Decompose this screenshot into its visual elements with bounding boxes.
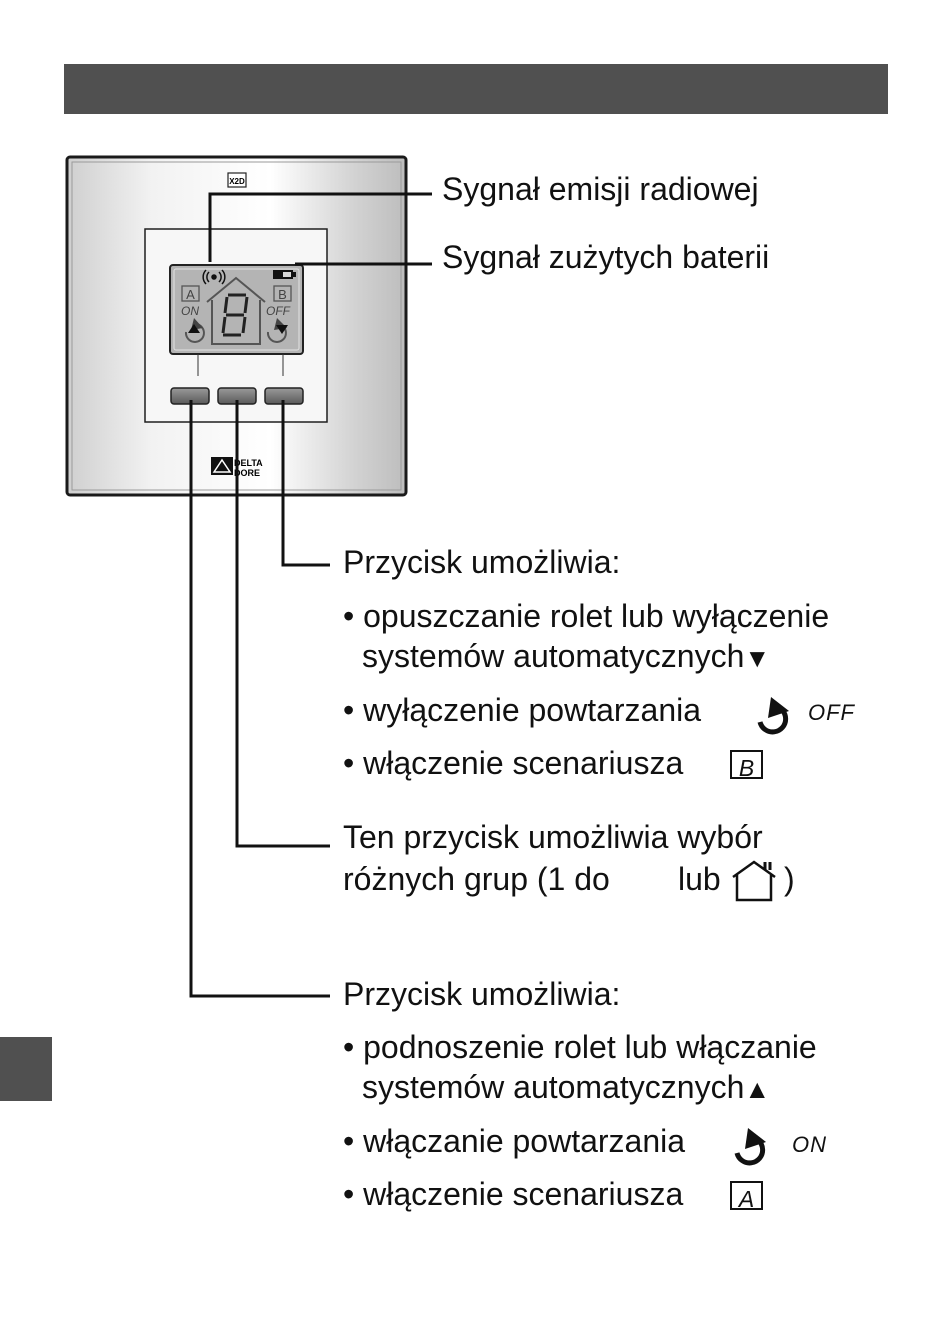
right-button-bullet3: • włączenie scenariusza [343,745,684,781]
battery-icon [273,270,296,279]
radio-signal-icon [202,269,226,285]
lcd-house-icon [206,276,266,345]
repeat-off-icon [757,697,789,735]
left-button-bullet3: • włączenie scenariusza [343,1176,684,1212]
repeat-on-icon [734,1128,766,1166]
x2d-badge: X2D [227,172,247,188]
lcd-digit-segments [221,293,249,337]
lcd-up-repeat-icon [184,318,205,343]
delta-dore-logo: DELTA DORE [211,457,263,478]
down-triangle-icon: ▼ [744,643,771,673]
radio-signal-label: Sygnał emisji radiowej [442,171,759,207]
right-button-bullet1-line2: systemów automatycznych▼ [362,638,771,674]
right-button-callout-line [281,400,330,567]
svg-text:DORE: DORE [234,468,260,478]
right-button-bullet2: • wyłączenie powtarzania [343,692,702,728]
scenario-a-letter: A [738,1186,755,1212]
lcd-b-box: B [273,285,292,302]
svg-text:A: A [186,287,195,302]
left-button-bullet1-line2: systemów automatycznych▲ [362,1069,771,1105]
middle-button-line2a: różnych grup (1 do [343,861,610,897]
x2d-badge-text: X2D [229,177,245,186]
left-button-callout-line [189,400,330,998]
lcd-a-box: A [181,285,200,302]
off-label: OFF [808,700,855,725]
lcd-down-repeat-icon [266,318,288,343]
scenario-b-icon [730,750,763,779]
header-bar [64,64,888,114]
right-button-title: Przycisk umożliwia: [343,544,621,580]
middle-button-line2c: ) [784,861,795,897]
house-icon [732,860,776,902]
middle-button-callout-line [235,400,330,848]
radio-callout-line [208,192,432,262]
battery-signal-label: Sygnał zużytych baterii [442,239,770,275]
scenario-a-icon [730,1181,763,1210]
up-triangle-icon: ▲ [744,1074,771,1104]
middle-button-line2b: lub [678,861,721,897]
side-tab [0,1037,52,1101]
right-button-bullet1-line1: • opuszczanie rolet lub wyłączenie [343,598,830,634]
callout-lines [189,192,432,998]
scenario-b-letter: B [738,755,755,781]
left-button-title: Przycisk umożliwia: [343,976,621,1012]
left-button-bullet2: • włączanie powtarzania [343,1123,686,1159]
lcd-button-guides [197,354,284,376]
lcd-off-label: OFF [266,304,291,318]
svg-text:DELTA: DELTA [234,458,263,468]
lcd-on-label: ON [181,304,199,318]
left-button-bullet1-line1: • podnoszenie rolet lub włączanie [343,1029,817,1065]
middle-button-line1: Ten przycisk umożliwia wybór [343,819,763,855]
lcd-screen: A ON B OFF [169,264,304,355]
on-label: ON [792,1132,827,1157]
svg-text:B: B [278,287,287,302]
